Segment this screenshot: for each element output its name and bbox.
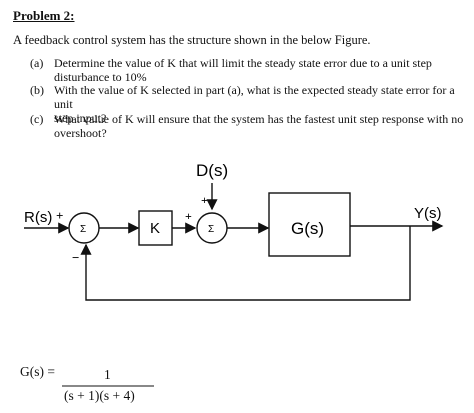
- question-b-line1: With the value of K selected in part (a)…: [54, 83, 455, 111]
- controller-label: K: [150, 220, 160, 237]
- question-c-label: (c): [30, 112, 44, 126]
- question-c-line2: overshoot?: [54, 126, 107, 140]
- feedback-minus: −: [72, 250, 79, 265]
- summing-junction-1-symbol: Σ: [80, 224, 86, 235]
- output-label: Y(s): [414, 205, 442, 222]
- feedback-path: [80, 226, 411, 301]
- formula-denominator: (s + 1)(s + 4): [64, 388, 135, 403]
- formula-lhs: G(s) =: [20, 364, 55, 379]
- summing-junction-2-symbol: Σ: [208, 224, 214, 235]
- input-plus: +: [56, 208, 63, 223]
- question-c-line1: What value of K will ensure that the sys…: [54, 112, 464, 126]
- question-a-line1: Determine the value of K that will limit…: [54, 56, 432, 70]
- formula-numerator: 1: [104, 367, 111, 382]
- disturbance-plus: +: [201, 193, 208, 207]
- problem-title: Problem 2:: [13, 8, 75, 23]
- disturbance-label: D(s): [196, 161, 228, 180]
- question-a-label: (a): [30, 56, 44, 70]
- question-a-line2: disturbance to 10%: [54, 70, 147, 84]
- problem-intro: A feedback control system has the struct…: [13, 33, 371, 47]
- plant-block: [268, 192, 351, 257]
- input-label: R(s): [24, 209, 52, 226]
- question-b-label: (b): [30, 83, 44, 97]
- junction2-plus: +: [185, 209, 192, 223]
- controller-block: [138, 210, 173, 246]
- question-b-line2: step input?: [54, 111, 107, 125]
- plant-label: G(s): [291, 219, 324, 238]
